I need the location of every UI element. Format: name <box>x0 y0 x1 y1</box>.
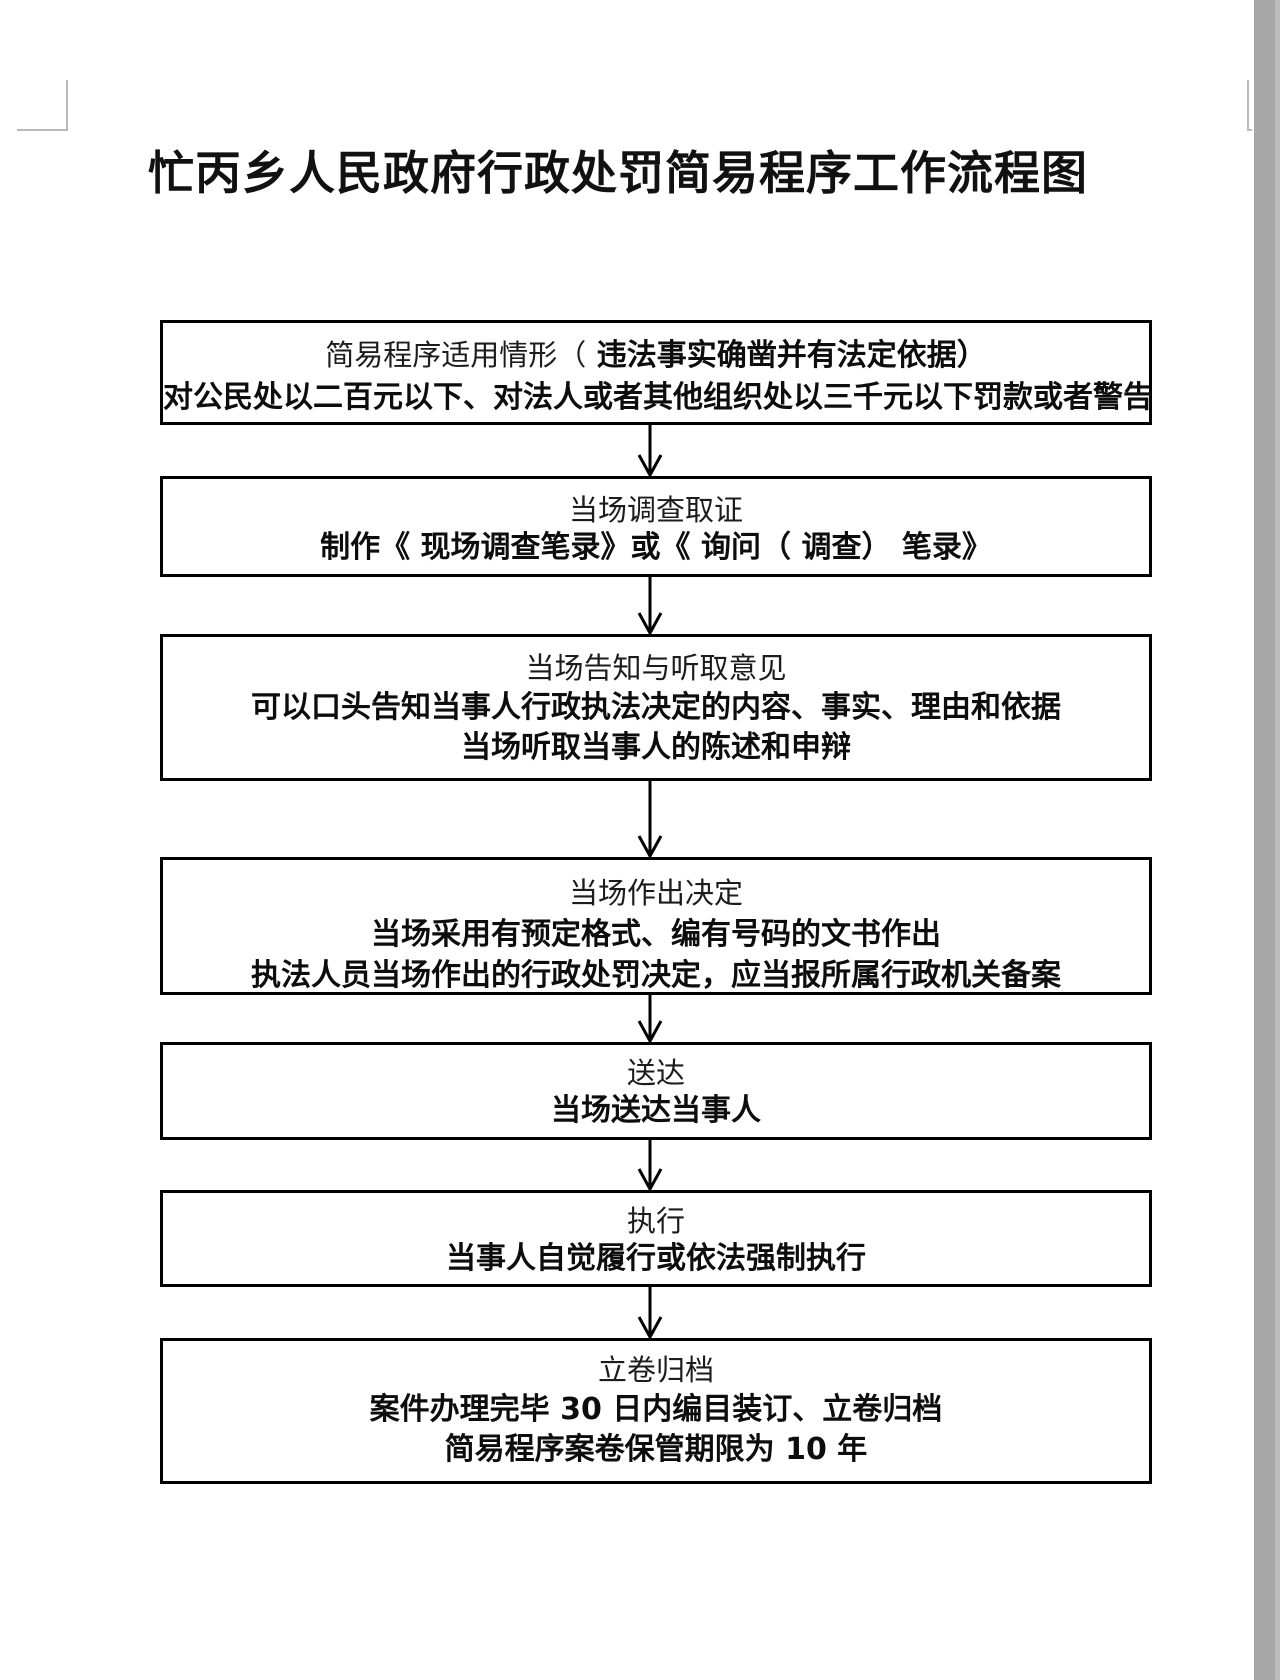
step-heading: 立卷归档 <box>597 1353 714 1387</box>
flow-step-execution: 执行 当事人自觉履行或依法强制执行 <box>160 1190 1152 1287</box>
flow-step-onsite-decision: 当场作出决定 当场采用有预定格式、编有号码的文书作出 执法人员当场作出的行政处罚… <box>160 857 1152 995</box>
flow-step-applicable-situations: 简易程序适用情形（ 违法事实确凿并有法定依据） 对公民处以二百元以下、对法人或者… <box>160 320 1153 425</box>
flow-arrow-4 <box>633 995 667 1043</box>
flow-step-notify-and-hear: 当场告知与听取意见 可以口头告知当事人行政执法决定的内容、事实、理由和依据 当场… <box>160 634 1152 781</box>
page-margin-mark-top-left <box>17 129 68 131</box>
flow-arrow-1 <box>633 425 667 477</box>
step-body-line: 执法人员当场作出的行政处罚决定，应当报所属行政机关备案 <box>251 958 1061 993</box>
step-heading: 当场调查取证 <box>568 493 743 527</box>
page-margin-mark-top-right <box>1247 129 1252 131</box>
step-body-line: 案件办理完毕 30 日内编目装订、立卷归档 <box>369 1392 943 1427</box>
step-heading-note: 违法事实确凿并有法定依据） <box>586 338 987 373</box>
step-body-line: 当场采用有预定格式、编有号码的文书作出 <box>371 917 941 952</box>
page-margin-mark-top-left <box>66 80 68 130</box>
page-margin-mark-top-right <box>1247 80 1249 130</box>
step-heading: 执行 <box>626 1204 685 1238</box>
step-body-line: 制作《 现场调查笔录》或《 询问（ 调查） 笔录》 <box>320 530 992 565</box>
step-body-line: 当场听取当事人的陈述和申辩 <box>461 730 851 765</box>
scrollbar-track[interactable] <box>1252 0 1280 1680</box>
step-heading: 送达 <box>626 1056 685 1090</box>
flow-arrow-6 <box>633 1287 667 1339</box>
step-body-line: 可以口头告知当事人行政执法决定的内容、事实、理由和依据 <box>251 690 1061 725</box>
step-body-line: 简易程序案卷保管期限为 10 年 <box>444 1432 868 1467</box>
flow-step-onsite-investigation: 当场调查取证 制作《 现场调查笔录》或《 询问（ 调查） 笔录》 <box>160 476 1152 577</box>
step-body-line: 当事人自觉履行或依法强制执行 <box>446 1241 866 1276</box>
step-body-line: 对公民处以二百元以下、对法人或者其他组织处以三千元以下罚款或者警告 <box>163 380 1153 415</box>
flow-arrow-3 <box>633 781 667 858</box>
step-body-line: 当场送达当事人 <box>551 1093 761 1128</box>
flow-arrow-5 <box>633 1140 667 1191</box>
step-heading: 当场告知与听取意见 <box>525 651 787 685</box>
flow-arrow-2 <box>633 577 667 635</box>
page-title: 忙丙乡人民政府行政处罚简易程序工作流程图 <box>148 146 1088 200</box>
flow-step-filing-archiving: 立卷归档 案件办理完毕 30 日内编目装订、立卷归档 简易程序案卷保管期限为 1… <box>160 1338 1152 1484</box>
step-heading: 当场作出决定 <box>568 876 743 910</box>
step-heading: 简易程序适用情形（ <box>325 338 587 372</box>
flow-step-delivery: 送达 当场送达当事人 <box>160 1042 1152 1140</box>
